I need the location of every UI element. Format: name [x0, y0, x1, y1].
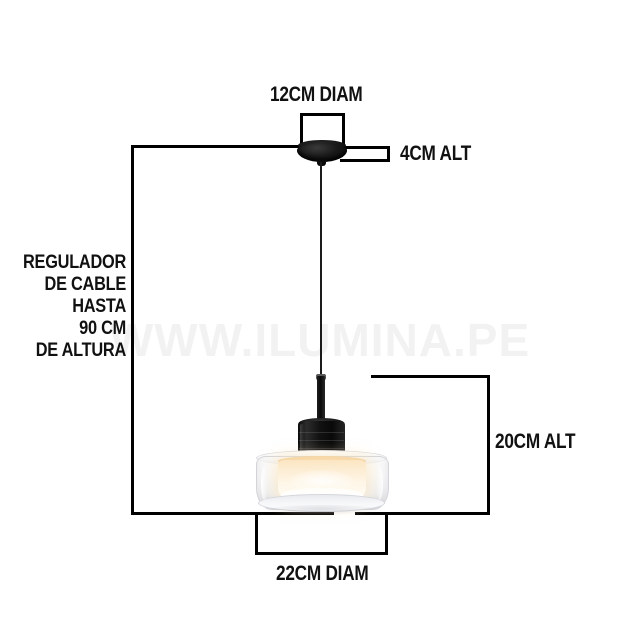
lamp-holder-rib: [299, 448, 344, 449]
label-canopy-diameter: 12CM DIAM: [270, 83, 363, 106]
glass-highlight-right: [376, 466, 383, 500]
canopy-alt-right-tick: [387, 146, 390, 162]
shade-diam-left-tick: [255, 512, 258, 555]
lamp-holder-rib: [299, 432, 344, 433]
shade-alt-bottom-line: [412, 512, 490, 515]
shade-diam-right-tick: [385, 512, 388, 555]
canopy-alt-bottom-line: [340, 159, 390, 162]
cable-bracket-bottom-line: [131, 512, 331, 515]
watermark-text: WWW.ILUMINA.PE: [109, 314, 531, 366]
shade-alt-right-line: [487, 375, 490, 515]
glass-shade-bottom-rim: [258, 494, 385, 512]
glass-highlight-left: [261, 466, 268, 500]
cable-bracket-top-line: [131, 145, 305, 148]
lamp-holder-highlight: [300, 424, 304, 458]
label-shade-height: 20CM ALT: [495, 430, 576, 453]
cable-note-line-1: REGULADOR: [23, 252, 126, 273]
cable-note-line-4: 90 CM: [79, 318, 126, 339]
label-cable-regulator-note: REGULADOR DE CABLE HASTA 90 CM DE ALTURA: [18, 252, 126, 362]
label-shade-diameter: 22CM DIAM: [276, 562, 369, 585]
shade-diam-left-edge-line: [239, 512, 334, 515]
shade-diam-right-edge-line: [355, 512, 415, 515]
shade-diam-bottom-line: [255, 552, 388, 555]
cable-note-line-2: DE CABLE: [44, 274, 127, 295]
glass-shade-shadow: [262, 505, 382, 515]
cable-note-line-3: HASTA: [72, 296, 126, 317]
canopy-diam-left-tick: [300, 113, 303, 149]
ceiling-canopy: [297, 143, 347, 162]
label-canopy-height: 4CM ALT: [400, 142, 471, 165]
shade-alt-top-line: [371, 375, 490, 378]
hanging-cord: [320, 162, 322, 378]
cord-lower-sleeve: [317, 376, 325, 422]
cable-note-line-5: DE ALTURA: [35, 340, 127, 361]
canopy-diam-top-line: [300, 113, 345, 116]
lamp-holder-rib: [299, 440, 344, 441]
cable-bracket-left-line: [131, 145, 134, 515]
canopy-alt-top-line: [340, 146, 390, 149]
canopy-diam-right-tick: [342, 113, 345, 149]
